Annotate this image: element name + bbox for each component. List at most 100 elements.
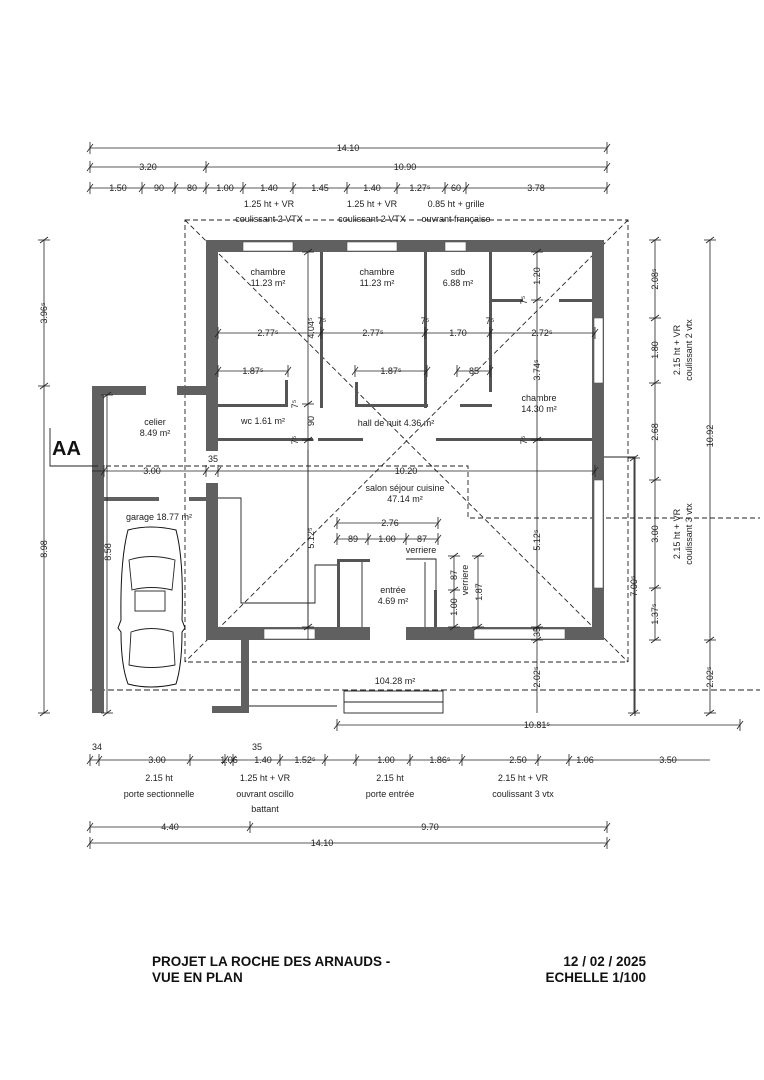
- bottom-dimensions: 34 35 3.00 1.06 1.40 1.52⁵ 1.00 1.86⁵ 2.…: [86, 742, 710, 849]
- dim-label: 3.00: [143, 466, 161, 476]
- window-note: 1.25 ht + VR: [244, 199, 295, 209]
- dim-label: 35: [208, 454, 218, 464]
- view-title: VUE EN PLAN: [152, 970, 243, 985]
- dim-label: 80: [187, 183, 197, 193]
- dim-label: 87: [417, 534, 427, 544]
- room-area: 8.49 m²: [140, 428, 171, 438]
- dim-label: 1.27⁵: [409, 183, 431, 193]
- dim-label: 60: [451, 183, 461, 193]
- dim-label: 35: [532, 627, 542, 637]
- window: [263, 628, 316, 640]
- dim-label: 1.00: [216, 183, 234, 193]
- window: [444, 241, 467, 252]
- opening-note: battant: [251, 804, 279, 814]
- opening-note: porte entrée: [366, 789, 415, 799]
- dim-label: 14.10: [311, 838, 334, 848]
- verriere-label: verriere: [406, 545, 437, 555]
- opening-note: 2.15 ht + VR: [498, 773, 549, 783]
- dim-label: 1.70: [449, 328, 467, 338]
- dim-label: 7⁵: [318, 316, 327, 326]
- dim-3-20: 3.20: [139, 162, 157, 172]
- dim-label: 3.74⁵: [532, 359, 542, 381]
- window-note: 2.15 ht + VR: [672, 508, 682, 559]
- dim-label: 5.12⁵: [306, 527, 316, 549]
- dim-overall-top: 14.10: [337, 143, 360, 153]
- dim-label: 90: [154, 183, 164, 193]
- dim-label: 7⁵: [421, 316, 430, 326]
- dim-label: 85: [469, 366, 479, 376]
- dim-label: 1.40: [254, 755, 272, 765]
- window-note: coulissant 2 VTX: [235, 214, 303, 224]
- dim-label: 9.70: [421, 822, 439, 832]
- right-dimensions: 2.08⁵ 1.80 2.68 3.00 1.37⁵ 2.15 ht + VR …: [628, 236, 716, 717]
- dim-label: 1.40: [260, 183, 278, 193]
- section-mark-aa: AA: [52, 438, 81, 460]
- dim-label: 1.87: [474, 583, 484, 601]
- car-icon: [117, 526, 186, 688]
- room-area: 11.23 m²: [251, 278, 286, 288]
- walls: [92, 240, 636, 716]
- dim-label: 2.02⁵: [705, 666, 715, 688]
- window-note: coulissant 2 VTX: [338, 214, 406, 224]
- room-label-wc: wc 1.61 m²: [240, 416, 285, 426]
- room-area: 11.23 m²: [360, 278, 395, 288]
- room-name: sdb: [451, 267, 466, 277]
- dim-label: 7.00⁵: [629, 575, 639, 597]
- room-area: 14.30 m²: [521, 404, 557, 414]
- window: [242, 241, 294, 252]
- dim-label: 10.81⁵: [524, 720, 551, 730]
- room-name: celier: [144, 417, 166, 427]
- scale: ECHELLE 1/100: [545, 970, 646, 985]
- room-name: chambre: [521, 393, 556, 403]
- opening-note: 2.15 ht: [145, 773, 173, 783]
- dim-label: 3.50: [659, 755, 677, 765]
- dim-label: 2.72⁵: [531, 328, 553, 338]
- dim-label: 10.20: [395, 466, 418, 476]
- terrace-area: 104.28 m²: [375, 676, 416, 686]
- dim-label: 7⁵: [290, 399, 300, 408]
- interior-dimensions: 2.77⁵ 2.77⁵ 1.70 2.72⁵ 7⁵ 7⁵ 7⁵ 1.87⁵ 1.…: [92, 248, 744, 731]
- room-area: 6.88 m²: [443, 278, 474, 288]
- dim-label: 7⁵: [290, 435, 300, 444]
- dim-label: 7⁵: [486, 316, 495, 326]
- dim-label: 3.78: [527, 183, 545, 193]
- dim-label: 1.52⁵: [294, 755, 316, 765]
- window-note: 1.25 ht + VR: [347, 199, 398, 209]
- dim-label: 10.92: [705, 425, 715, 448]
- opening-note: 1.25 ht + VR: [240, 773, 291, 783]
- opening-note: coulissant 3 vtx: [492, 789, 554, 799]
- dim-label: 1.45: [311, 183, 329, 193]
- dim-label: 1.37⁵: [650, 603, 660, 625]
- dim-label: 1.06: [576, 755, 594, 765]
- project-title: PROJET LA ROCHE DES ARNAUDS -: [152, 954, 390, 969]
- window: [346, 241, 398, 252]
- dim-label: 1.80: [650, 341, 660, 359]
- dim-label: 3.00: [148, 755, 166, 765]
- window-note: 0.85 ht + grille: [428, 199, 485, 209]
- dim-label: 2.08⁵: [650, 268, 660, 290]
- dim-label: 4.40: [161, 822, 179, 832]
- top-dimensions: 14.10 3.20 10.90 1.50 90 80 1.00 1.40 1.…: [86, 142, 611, 224]
- window-note: ouvrant française: [421, 214, 490, 224]
- roof-outline: [90, 219, 760, 691]
- window-note: coulissant 3 vtx: [684, 503, 694, 565]
- room-name: chambre: [359, 267, 394, 277]
- dim-label: 2.50: [509, 755, 527, 765]
- dim-label: 8.58: [103, 543, 113, 561]
- dim-label: 8.98: [39, 540, 49, 558]
- room-name: salon séjour cuisine: [365, 483, 444, 493]
- dim-label: 87: [449, 570, 459, 580]
- dim-label: 35: [252, 742, 262, 752]
- dim-label: 5.12⁵: [532, 529, 542, 551]
- dim-label: 3.00: [650, 525, 660, 543]
- dim-label: 7⁵: [519, 295, 529, 304]
- room-label-garage: garage 18.77 m²: [126, 512, 192, 522]
- dim-label: 3.96⁵: [39, 302, 49, 324]
- dim-label: 1.00: [377, 755, 395, 765]
- dim-label: 34: [92, 742, 102, 752]
- dim-label: 2.02⁵: [532, 666, 542, 688]
- date: 12 / 02 / 2025: [563, 954, 646, 969]
- dim-label: 2.77⁵: [257, 328, 279, 338]
- room-area: 4.69 m²: [378, 596, 409, 606]
